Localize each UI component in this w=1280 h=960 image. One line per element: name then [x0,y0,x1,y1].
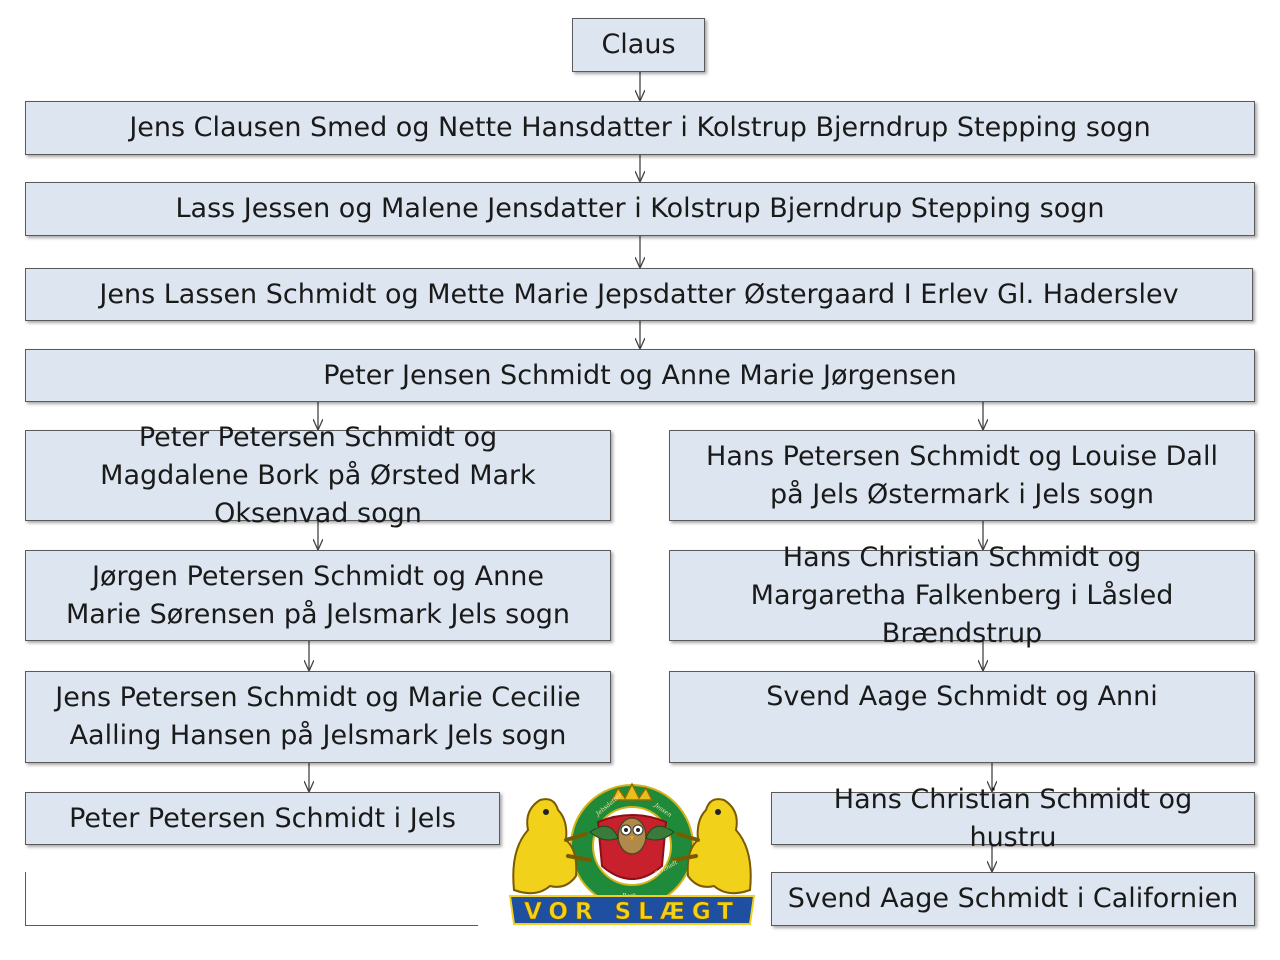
right-branch-box-1: Hans Petersen Schmidt og Louise Dall på … [669,430,1255,521]
right-branch-box-2: Hans Christian Schmidt og Margaretha Fal… [669,542,1255,649]
emblem-left-lion [512,798,592,895]
vor-slaegt-emblem: Jebsdatter Bork Schmidt Jessen VOR SLÆGT [508,782,756,925]
left-branch-box-2: Jørgen Petersen Schmidt og Anne Marie Sø… [25,550,611,641]
emblem-crown [610,782,654,801]
empty-open-frame [25,872,478,926]
emblem-right-lion [672,798,752,895]
generation-box-1: Jens Clausen Smed og Nette Hansdatter i … [25,101,1255,155]
left-branch-box-3: Jens Petersen Schmidt og Marie Cecilie A… [25,671,611,763]
right-branch-box-3: Svend Aage Schmidt og Anni [669,671,1255,763]
generation-box-4: Peter Jensen Schmidt og Anne Marie Jørge… [25,349,1255,402]
emblem-banner [508,895,756,925]
root-box-claus: Claus [572,18,705,72]
right-branch-box-4: Hans Christian Schmidt og hustru [771,784,1255,853]
emblem-banner-text: VOR SLÆGT [524,899,740,925]
left-branch-box-4: Peter Petersen Schmidt i Jels [25,792,500,845]
emblem-owl [617,817,647,855]
left-branch-box-1: Peter Petersen Schmidt og Magdalene Bork… [25,422,611,529]
generation-box-3: Jens Lassen Schmidt og Mette Marie Jepsd… [25,268,1253,321]
right-branch-box-5: Svend Aage Schmidt i Californien [771,872,1255,926]
generation-box-2: Lass Jessen og Malene Jensdatter i Kolst… [25,182,1255,236]
